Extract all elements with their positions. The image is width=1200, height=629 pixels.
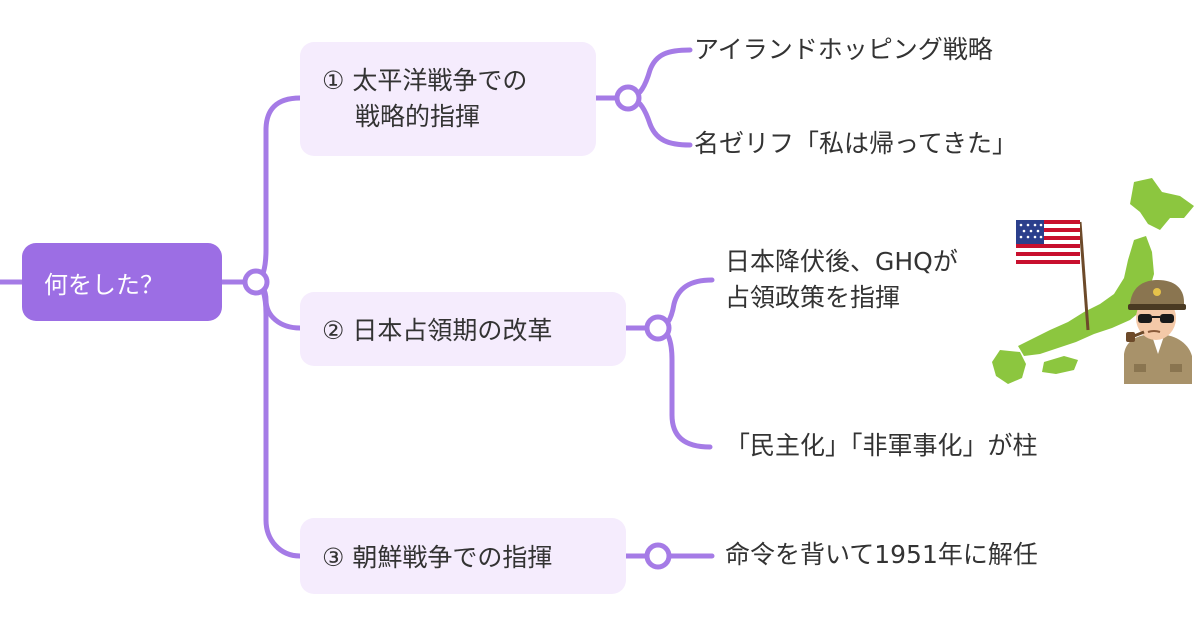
branch-node-1-line-2: 戦略的指揮 [322, 102, 480, 131]
branch-node-2-label: ② 日本占領期の改革 [322, 316, 553, 345]
branch-2-junction-dot [644, 314, 672, 342]
branch-2-to-leaf-2 [655, 325, 713, 450]
branch-node-1-line-1: ① 太平洋戦争での [322, 66, 528, 95]
general-macarthur-icon [1124, 280, 1192, 384]
leaf-democratization[interactable]: 「民主化」「非軍事化」が柱 [725, 431, 1038, 460]
japan-map-icon [992, 178, 1194, 384]
branch-1-junction-dot [614, 84, 642, 112]
occupation-illustration [992, 178, 1194, 384]
root-node-label: 何をした？ [44, 270, 164, 299]
leaf-ghq-occupation-line-2: 占領政策を指揮 [725, 283, 901, 312]
leaf-famous-quote[interactable]: 名ゼリフ「私は帰ってきた」 [694, 129, 1018, 158]
branch-3-junction-dot [644, 542, 672, 570]
us-flag-icon [1016, 220, 1080, 264]
root-node[interactable]: 何をした？ [22, 243, 222, 321]
leaf-dismissal-1951[interactable]: 命令を背いて1951年に解任 [725, 540, 1038, 569]
branch-node-3[interactable]: ③ 朝鮮戦争での指揮 [300, 518, 626, 594]
branch-node-2[interactable]: ② 日本占領期の改革 [300, 292, 626, 366]
trunk-to-branch-1 [253, 95, 303, 285]
branch-node-1[interactable]: ① 太平洋戦争での 戦略的指揮 [300, 42, 596, 156]
leaf-ghq-occupation-line-1: 日本降伏後、GHQが [725, 247, 958, 276]
root-junction-dot [242, 268, 270, 296]
flag-pole [1078, 221, 1090, 331]
branch-node-1-label: ① 太平洋戦争での 戦略的指揮 [322, 63, 527, 135]
leaf-island-hopping[interactable]: アイランドホッピング戦略 [694, 35, 993, 64]
leaf-ghq-occupation[interactable]: 日本降伏後、GHQが 占領政策を指揮 [725, 244, 958, 316]
branch-node-3-label: ③ 朝鮮戦争での指揮 [322, 543, 553, 572]
